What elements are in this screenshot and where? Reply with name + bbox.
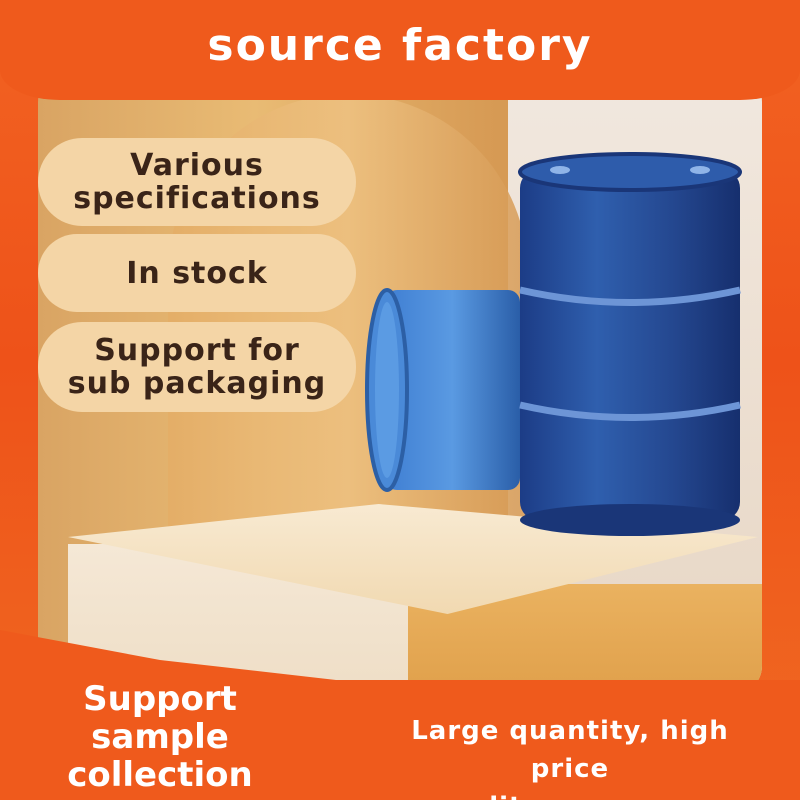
sample-collection-text: Support sample collection xyxy=(10,680,310,794)
feature-label: Various xyxy=(130,148,264,183)
feature-pill-sub-packaging: Support for sub packaging xyxy=(38,322,356,412)
small-drum-icon xyxy=(365,288,520,492)
footer-left-line: Support sample xyxy=(83,679,237,757)
header-band xyxy=(0,0,800,100)
quality-text: Large quantity, high price quality assur… xyxy=(380,712,760,800)
page-title: source factory xyxy=(207,20,593,71)
feature-label: specifications xyxy=(73,181,321,216)
footer-right-line: quality assurance xyxy=(380,788,760,800)
feature-label: Support for xyxy=(94,333,300,368)
large-drum-icon xyxy=(518,152,742,536)
footer-left-line: collection xyxy=(67,755,253,795)
feature-pill-stock: In stock xyxy=(38,234,356,312)
feature-pill-specifications: Various specifications xyxy=(38,138,356,226)
footer-right-line: Large quantity, high price xyxy=(411,716,729,784)
feature-label: sub packaging xyxy=(67,366,327,401)
feature-label: In stock xyxy=(126,255,268,291)
